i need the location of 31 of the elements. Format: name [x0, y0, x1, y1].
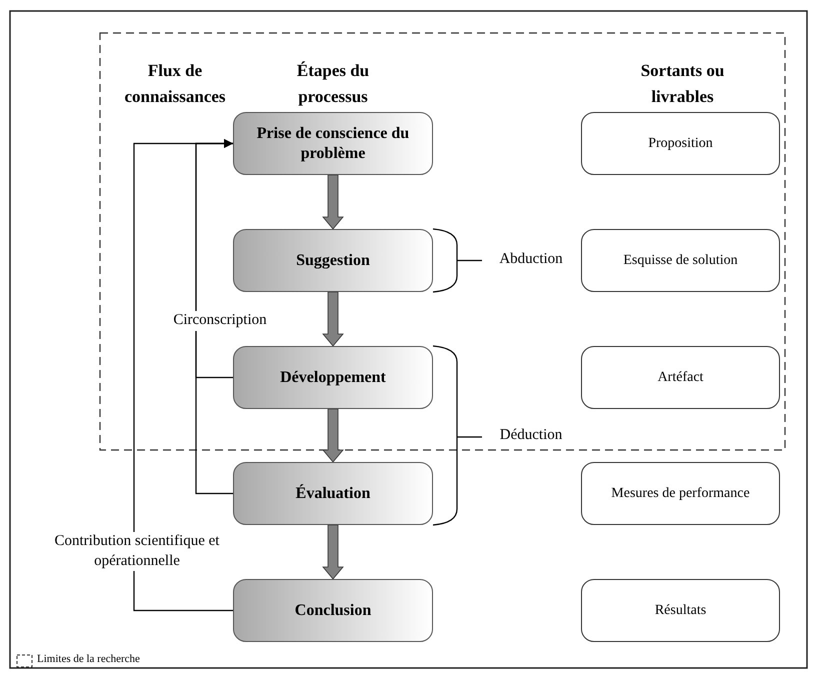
- deliverable-label: Résultats: [654, 602, 708, 620]
- deliverable-box: [581, 346, 780, 409]
- legend-label: Limites de la recherche: [37, 653, 140, 665]
- process-step-box: [233, 229, 433, 292]
- step-label: Prise de conscience du problème: [256, 124, 410, 163]
- step-label: Évaluation: [294, 484, 372, 504]
- block-arrow: [322, 524, 344, 580]
- process-step-box: [233, 462, 433, 525]
- deliverable-label: Proposition: [647, 134, 714, 152]
- process-step-box: [233, 346, 433, 409]
- deliverable-box: [581, 579, 780, 642]
- column-header: Étapes du processus: [296, 60, 370, 108]
- block-arrow: [322, 408, 344, 463]
- reasoning-label: Abduction: [498, 250, 564, 269]
- deliverable-label: Artéfact: [656, 368, 704, 386]
- column-header: Sortants ou livrables: [640, 60, 726, 108]
- process-step-box: [233, 112, 433, 175]
- column-header: Flux de connaissances: [123, 60, 227, 108]
- deliverable-label: Esquisse de solution: [622, 252, 739, 270]
- feedback-arrow: [133, 139, 233, 612]
- step-label: Suggestion: [295, 250, 371, 270]
- block-arrow: [322, 174, 344, 230]
- deliverable-box: [581, 112, 780, 175]
- step-label: Développement: [279, 368, 387, 388]
- deliverable-box: [581, 462, 780, 525]
- deliverable-label: Mesures de performance: [610, 484, 751, 502]
- deliverable-box: [581, 229, 780, 292]
- block-arrow: [322, 292, 344, 347]
- step-label: Conclusion: [294, 600, 372, 620]
- reasoning-label: Déduction: [498, 426, 564, 445]
- process-step-box: [233, 579, 433, 642]
